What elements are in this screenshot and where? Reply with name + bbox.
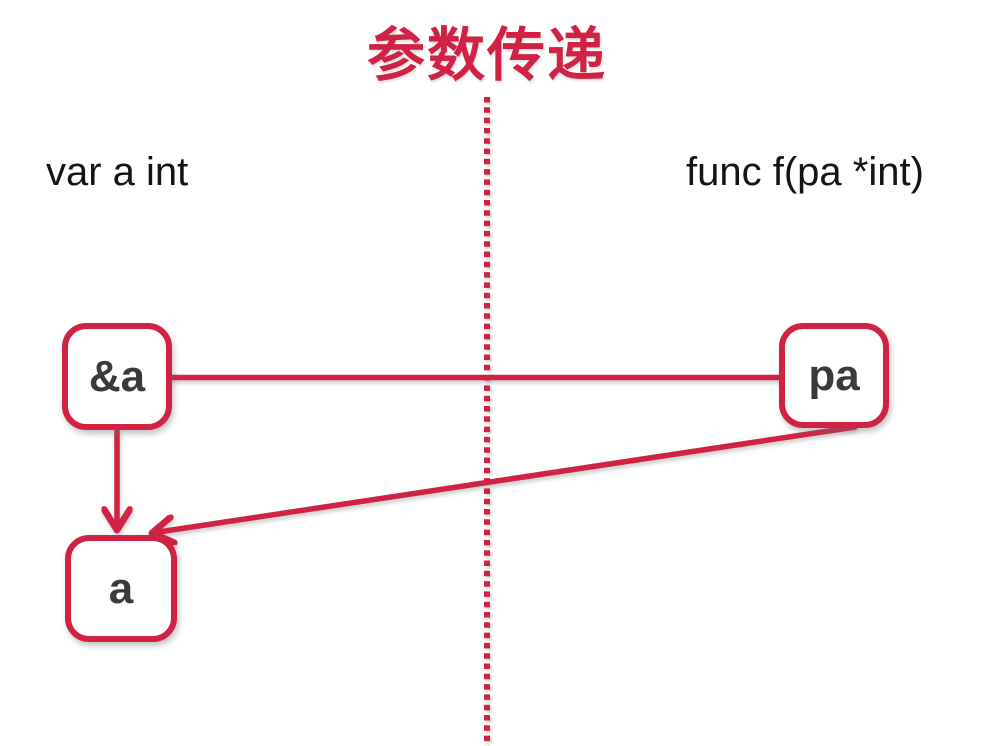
- node-variable-a: a: [65, 535, 177, 642]
- left-declaration-label: var a int: [46, 150, 189, 194]
- node-address-label: &a: [88, 351, 146, 401]
- node-pointer-label: pa: [808, 350, 860, 400]
- right-declaration-label: func f(pa *int): [686, 150, 924, 194]
- edge-pointer-to-variable-arrow: [152, 424, 858, 533]
- node-address-of-a: &a: [62, 323, 172, 430]
- node-pointer-pa: pa: [779, 323, 889, 428]
- page-title: 参数传递: [366, 23, 608, 88]
- node-variable-label: a: [108, 563, 134, 613]
